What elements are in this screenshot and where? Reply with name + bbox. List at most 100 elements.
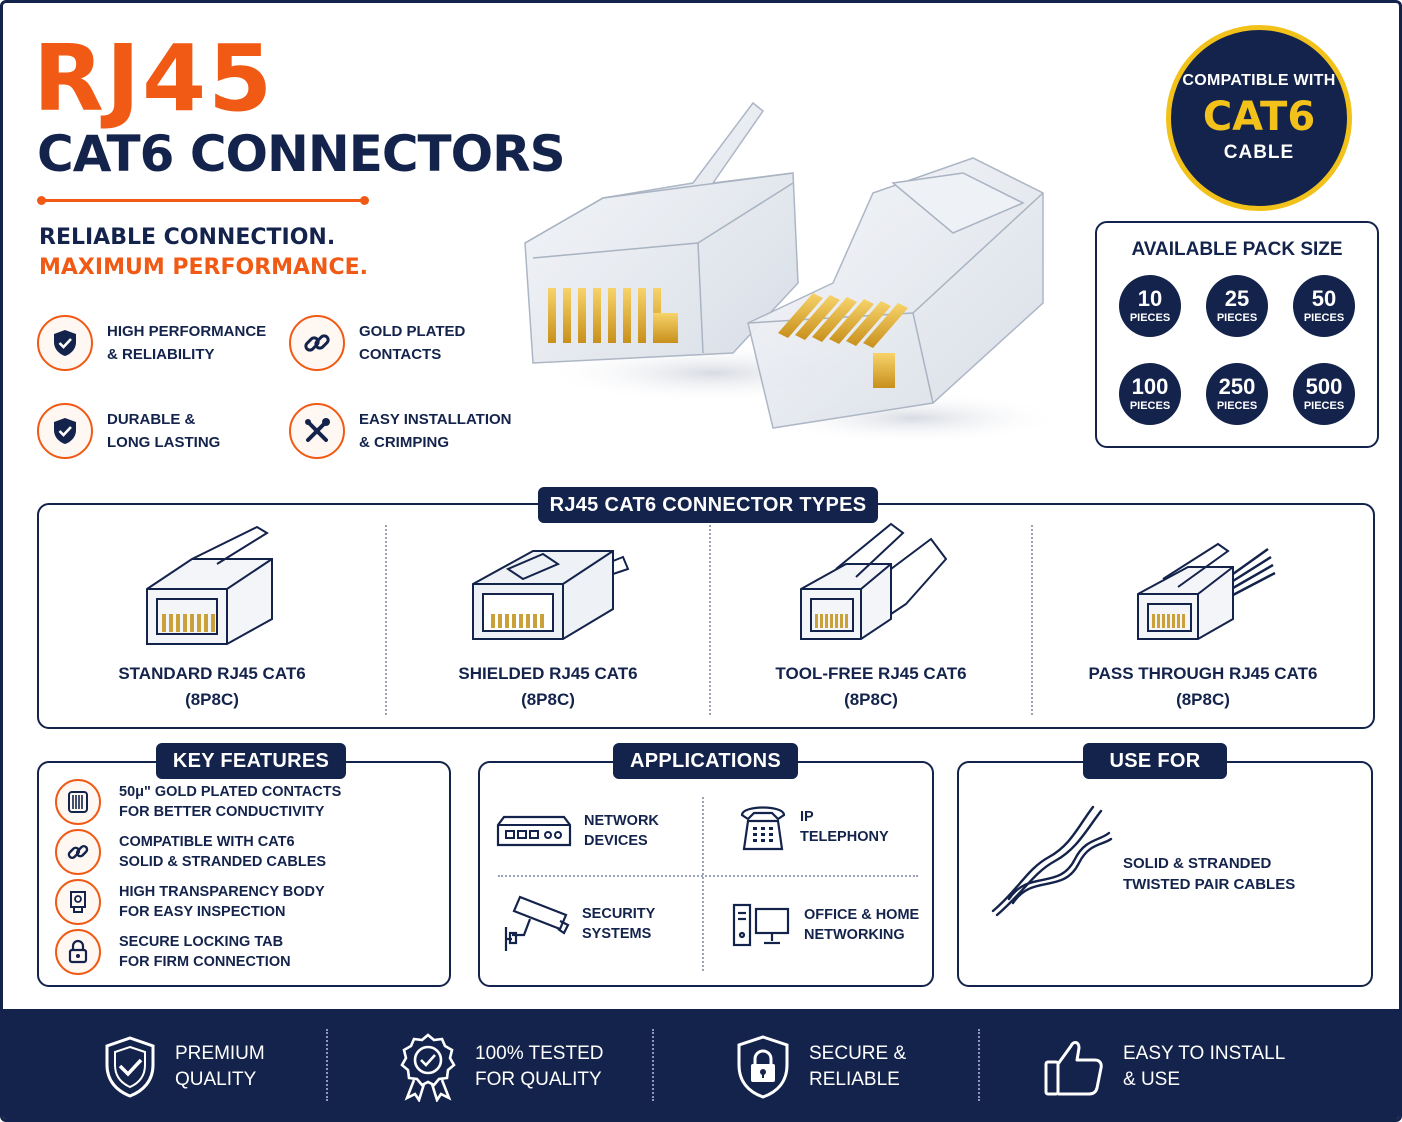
product-title: RJ45 xyxy=(33,25,275,132)
award-ribbon-icon xyxy=(400,1033,456,1102)
badge-line-3: CABLE xyxy=(1223,142,1295,163)
use-for-panel: SOLID & STRANDED TWISTED PAIR CABLES xyxy=(957,761,1373,987)
footer-item-quality: PREMIUM QUALITY xyxy=(103,1009,265,1119)
top-feature-label: GOLD PLATED CONTACTS xyxy=(359,323,466,363)
key-feature-label: COMPATIBLE WITH CAT6 SOLID & STRANDED CA… xyxy=(119,834,327,870)
ip-phone-icon xyxy=(740,806,786,851)
pack-size-unit: PIECES xyxy=(1303,312,1345,324)
shield-lock-icon xyxy=(737,1035,789,1099)
cat6-compatibility-badge: COMPATIBLE WITH CAT6 CABLE xyxy=(1166,25,1352,211)
footer-label: PREMIUM QUALITY xyxy=(175,1043,265,1090)
type-name: PASS THROUGH RJ45 CAT6 xyxy=(1088,664,1318,683)
badge-line-1: COMPATIBLE WITH xyxy=(1182,72,1336,89)
pack-size-unit: PIECES xyxy=(1216,400,1258,412)
type-standard: STANDARD RJ45 CAT6(8P8C) xyxy=(39,505,385,731)
footer-label: EASY TO INSTALL & USE xyxy=(1123,1043,1286,1090)
applications-title: APPLICATIONS xyxy=(613,743,798,779)
type-pass-through: PASS THROUGH RJ45 CAT6 (8P8C) xyxy=(1033,505,1373,731)
use-for-label: SOLID & STRANDED TWISTED PAIR CABLES xyxy=(1123,855,1296,893)
pack-size-unit: PIECES xyxy=(1129,400,1171,412)
key-features-title: KEY FEATURES xyxy=(156,743,346,779)
pack-size-number: 100 xyxy=(1131,374,1169,399)
badge-line-2: CAT6 xyxy=(1202,94,1316,140)
top-feature-durable: DURABLE & LONG LASTING xyxy=(37,403,220,459)
top-feature-label: EASY INSTALLATION & CRIMPING xyxy=(359,411,512,451)
security-camera-icon xyxy=(504,895,570,951)
type-label: PASS THROUGH RJ45 CAT6 (8P8C) xyxy=(1033,661,1373,713)
type-label: STANDARD RJ45 CAT6(8P8C) xyxy=(39,661,385,713)
type-code: (8P8C) xyxy=(521,690,575,709)
type-divider xyxy=(1031,525,1033,715)
shield-check-icon xyxy=(105,1036,155,1098)
footer-label: 100% TESTED FOR QUALITY xyxy=(475,1043,604,1090)
footer-divider xyxy=(326,1029,328,1101)
type-code: (8P8C) xyxy=(844,690,898,709)
application-item: OFFICE & HOME NETWORKING xyxy=(730,901,919,949)
pack-size-unit: PIECES xyxy=(1216,312,1258,324)
key-features-panel: 50μ" GOLD PLATED CONTACTS FOR BETTER CON… xyxy=(37,761,451,987)
product-subtitle: CAT6 CONNECTORS xyxy=(37,125,566,183)
shield-check-icon xyxy=(37,403,93,459)
application-label: IP TELEPHONY xyxy=(800,809,889,845)
tagline-performance: MAXIMUM PERFORMANCE. xyxy=(39,255,369,280)
application-label: SECURITY SYSTEMS xyxy=(582,906,656,942)
pack-size-number: 25 xyxy=(1224,286,1250,311)
key-feature-label: 50μ" GOLD PLATED CONTACTS FOR BETTER CON… xyxy=(119,784,342,820)
key-feature-item: COMPATIBLE WITH CAT6 SOLID & STRANDED CA… xyxy=(55,829,326,875)
pack-size-number: 250 xyxy=(1218,374,1256,399)
top-feature-installation: EASY INSTALLATION & CRIMPING xyxy=(289,403,512,459)
footer-item-tested: 100% TESTED FOR QUALITY xyxy=(399,1009,604,1119)
twisted-pair-cable-icon xyxy=(991,805,1113,917)
shielded-connector-icon xyxy=(472,550,630,640)
title-underline xyxy=(37,196,369,205)
network-switch-icon xyxy=(496,815,572,847)
pack-size-number: 50 xyxy=(1311,286,1337,311)
applications-divider-horizontal xyxy=(498,875,918,877)
applications-divider-vertical xyxy=(702,797,704,971)
footer-item-secure: SECURE & RELIABLE xyxy=(735,1009,907,1119)
key-feature-item: SECURE LOCKING TAB FOR FIRM CONNECTION xyxy=(55,929,291,975)
footer-label: SECURE & RELIABLE xyxy=(809,1043,907,1090)
key-feature-label: SECURE LOCKING TAB FOR FIRM CONNECTION xyxy=(119,934,291,970)
type-divider xyxy=(709,525,711,715)
key-feature-item: 50μ" GOLD PLATED CONTACTS FOR BETTER CON… xyxy=(55,779,341,825)
applications-panel: NETWORK DEVICES IP TELEPHONY SECURITY SY… xyxy=(478,761,934,987)
connector-product-image xyxy=(524,101,1063,444)
type-code: (8P8C) xyxy=(185,690,239,709)
top-feature-gold-contacts: GOLD PLATED CONTACTS xyxy=(289,315,465,371)
pack-size-unit: PIECES xyxy=(1303,400,1345,412)
chain-link-icon xyxy=(55,829,101,875)
application-label: OFFICE & HOME NETWORKING xyxy=(804,907,920,943)
connector-body-icon xyxy=(55,879,101,925)
type-label: TOOL-FREE RJ45 CAT6 (8P8C) xyxy=(711,661,1031,713)
chain-link-icon xyxy=(289,315,345,371)
top-feature-performance: HIGH PERFORMANCE & RELIABILITY xyxy=(37,315,266,371)
contact-pins-icon xyxy=(55,779,101,825)
use-for-title: USE FOR xyxy=(1083,743,1227,779)
type-label: SHIELDED RJ45 CAT6(8P8C) xyxy=(387,661,709,713)
type-name: TOOL-FREE RJ45 CAT6 xyxy=(775,664,967,683)
application-label: NETWORK DEVICES xyxy=(584,813,659,849)
type-divider xyxy=(385,525,387,715)
application-item: IP TELEPHONY xyxy=(738,801,889,853)
footer-bar: PREMIUM QUALITY 100% TESTED FOR QUALITY … xyxy=(3,1009,1399,1119)
padlock-icon xyxy=(55,929,101,975)
pack-size-number: 500 xyxy=(1305,374,1343,399)
application-item: NETWORK DEVICES xyxy=(496,811,659,851)
tools-icon xyxy=(289,403,345,459)
pack-size-title: AVAILABLE PACK SIZE xyxy=(1131,239,1343,260)
type-code: (8P8C) xyxy=(1176,690,1230,709)
footer-item-easy: EASY TO INSTALL & USE xyxy=(1043,1009,1286,1119)
shield-check-icon xyxy=(37,315,93,371)
key-feature-item: HIGH TRANSPARENCY BODY FOR EASY INSPECTI… xyxy=(55,879,325,925)
type-tool-free: TOOL-FREE RJ45 CAT6 (8P8C) xyxy=(711,505,1031,731)
connector-types-title: RJ45 CAT6 CONNECTOR TYPES xyxy=(538,487,878,523)
